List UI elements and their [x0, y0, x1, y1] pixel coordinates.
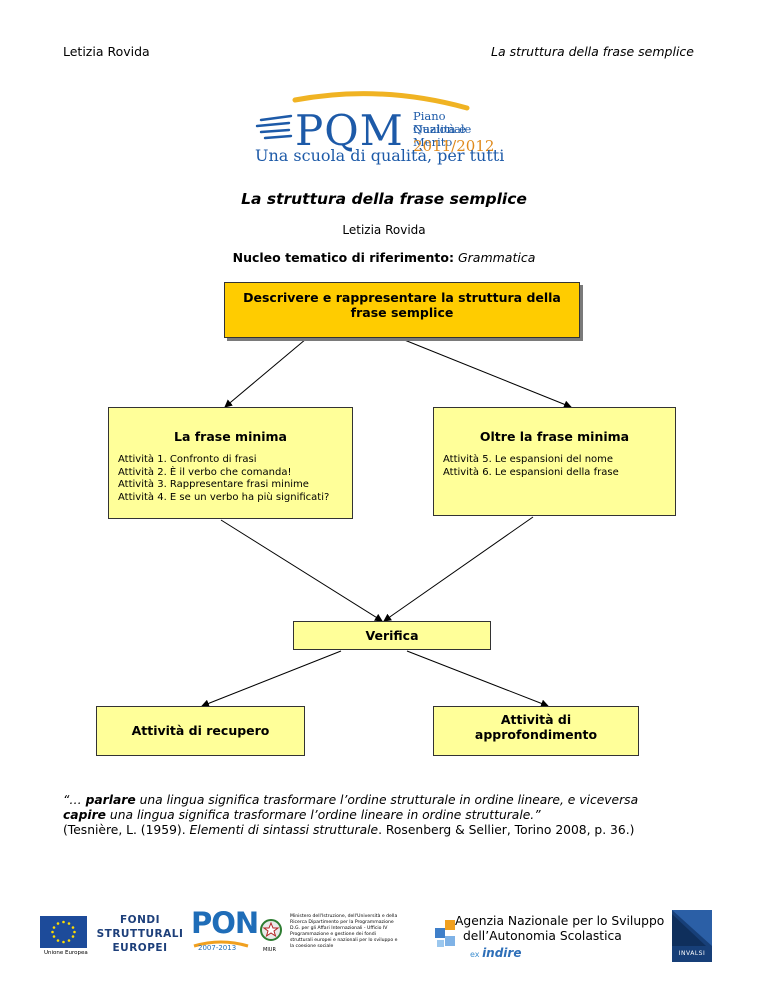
arrow-right-verifica [383, 516, 534, 622]
nucleo-value: Grammatica [457, 250, 536, 265]
goal-line1: Descrivere e rappresentare la struttura … [243, 290, 561, 305]
list-item: Attività 5. Le espansioni del nome [443, 454, 614, 465]
header-author: Letizia Rovida [63, 44, 150, 59]
quote-word-capire: capire [63, 808, 107, 822]
approfondimento-box: Attività di approfondimento [433, 706, 639, 756]
logo-swoosh-icon [255, 91, 470, 140]
indire-ex: ex [470, 950, 480, 959]
agency-line2: dell’Autonomia Scolastica [463, 929, 622, 943]
author: Letizia Rovida [342, 223, 426, 237]
invalsi-logo [672, 910, 712, 962]
recupero-box: Attività di recupero [96, 706, 305, 756]
frase-minima-title: La frase minima [173, 429, 287, 444]
eu-flag-icon [40, 916, 87, 948]
approf-line2: approfondimento [474, 727, 598, 742]
oltre-frase-minima-title: Oltre la frase minima [479, 429, 630, 444]
quote-open: “… [63, 793, 86, 807]
agency-line1: Agenzia Nazionale per lo Sviluppo [455, 914, 665, 928]
quote-block: “… parlare una lingua significa trasform… [63, 793, 713, 838]
cite-post: . Rosenberg & Sellier, Torino 2008, p. 3… [378, 823, 635, 837]
cite-book: Elementi di sintassi strutturale [189, 823, 379, 837]
quote-text1: una lingua significa trasformare l’ordin… [135, 793, 639, 807]
oltre-frase-minima-list: Attività 5. Le espansioni del nome Attiv… [443, 454, 675, 479]
pqm-logo: PQM Piano Nazionale Qualità e Merito 201… [255, 90, 505, 170]
indire-word: indire [482, 946, 522, 960]
nucleo-tematico: Nucleo tematico di riferimento: Grammati… [0, 250, 768, 265]
logo-line2: Qualità e Merito [413, 122, 466, 149]
list-item: Attività 4. E se un verbo ha più signifi… [118, 491, 330, 503]
indire-logo: ex indire [470, 946, 521, 960]
quote-citation: (Tesnière, L. (1959). Elementi di sintas… [63, 823, 713, 838]
oltre-frase-minima-box: Oltre la frase minima Attività 5. Le esp… [433, 407, 676, 516]
fondi-line1: FONDI [119, 914, 160, 926]
fondi-strutturali-logo: FONDI STRUTTURALI EUROPEI [96, 913, 184, 955]
goal-box: Descrivere e rappresentare la struttura … [224, 282, 580, 338]
goal-line2: frase semplice [350, 305, 454, 320]
eu-label: Unione Europea [44, 950, 88, 956]
invalsi-mark-icon [672, 910, 712, 946]
quote-line1: “… parlare una lingua significa trasform… [63, 793, 713, 808]
fondi-line3: EUROPEI [112, 942, 168, 954]
quote-text2: una lingua significa trasformare l’ordin… [106, 808, 541, 822]
ministero-text: Ministero dell'Istruzione, dell'Universi… [290, 914, 398, 949]
quote-word-parlare: parlare [85, 793, 136, 807]
fondi-line2: STRUTTURALI [96, 928, 184, 940]
arrow-top-right [401, 338, 572, 409]
italian-emblem-icon [260, 919, 282, 941]
logo-years: 2011/2012 [413, 137, 495, 155]
arrow-verifica-approf [406, 650, 549, 708]
logo-line1: Piano Nazionale [413, 109, 472, 136]
verifica-box: Verifica [293, 621, 491, 650]
approf-line1: Attività di [500, 712, 572, 727]
logo-acronym: PQM [295, 106, 404, 155]
pon-years: 2007-2013 [198, 944, 237, 952]
arrow-left-verifica [220, 519, 383, 622]
miur-label: MIUR [263, 947, 276, 953]
pon-swoosh-icon [193, 940, 249, 948]
pon-logo: PON [191, 906, 259, 940]
agency-cubes-icon [435, 920, 455, 947]
arrow-top-left [224, 338, 307, 408]
list-item: Attività 2. È il verbo che comanda! [118, 466, 292, 478]
nucleo-label: Nucleo tematico di riferimento: [232, 250, 454, 265]
page-title: La struttura della frase semplice [241, 190, 527, 208]
logo-tagline: Una scuola di qualità, per tutti [255, 146, 505, 165]
list-item: Attività 6. Le espansioni della frase [443, 466, 619, 478]
list-item: Attività 3. Rappresentare frasi minime [118, 479, 309, 490]
header-doc-title: La struttura della frase semplice [491, 44, 694, 59]
quote-line2: capire una lingua significa trasformare … [63, 808, 713, 823]
frase-minima-list: Attività 1. Confronto di frasi Attività … [118, 454, 352, 504]
cite-pre: (Tesnière, L. (1959). [63, 823, 190, 837]
list-item: Attività 1. Confronto di frasi [118, 454, 257, 465]
arrow-verifica-recupero [201, 650, 342, 708]
frase-minima-box: La frase minima Attività 1. Confronto di… [108, 407, 353, 519]
agency-name: Agenzia Nazionale per lo Sviluppo dell’A… [455, 914, 664, 944]
invalsi-label: INVALSI [678, 950, 706, 957]
